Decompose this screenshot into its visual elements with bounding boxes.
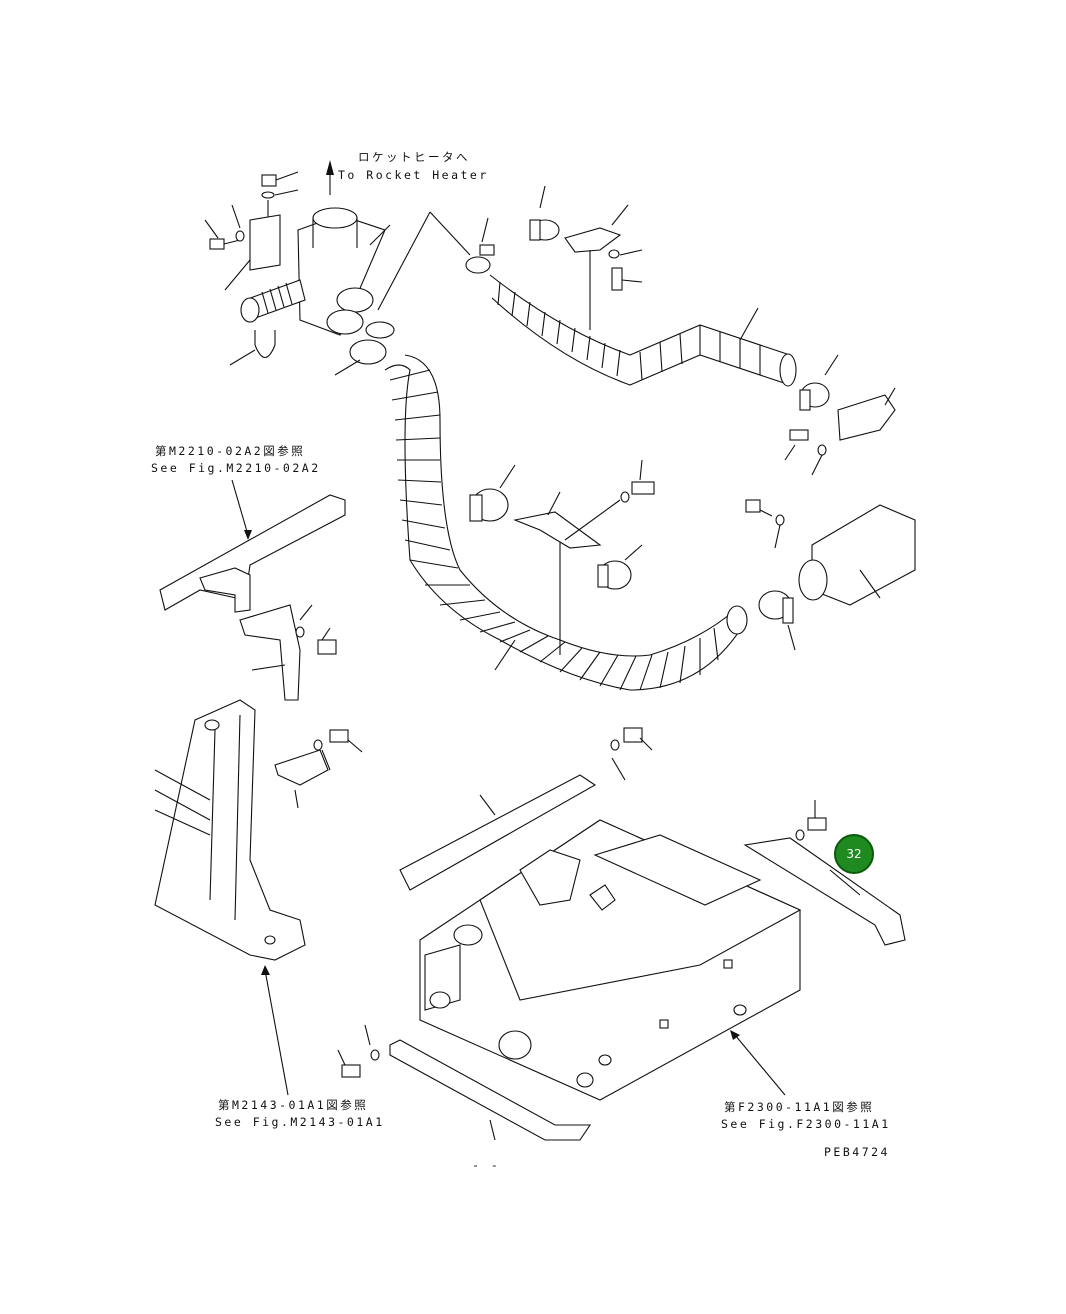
- ref-m2143-label-en: See Fig.M2143-01A1: [215, 1115, 385, 1129]
- heater-junction-assembly: [204, 160, 471, 376]
- upper-duct-hose: [465, 185, 896, 476]
- ref-f2300-label-en: See Fig.F2300-11A1: [721, 1117, 891, 1131]
- floor-housing: [337, 727, 906, 1141]
- callout-badge-32[interactable]: 32: [834, 834, 874, 874]
- page-mark: - -: [472, 1158, 501, 1172]
- left-frame-upper: [159, 479, 346, 701]
- ref-f2300-label-jp: 第F2300-11A1図参照: [724, 1100, 875, 1114]
- ref-m2210-label-jp: 第M2210-02A2図参照: [155, 444, 306, 458]
- ref-m2143-label-jp: 第M2143-01A1図参照: [218, 1098, 369, 1112]
- right-duct-end: [745, 499, 916, 651]
- middle-clamps: [469, 459, 655, 590]
- ref-m2210-label-en: See Fig.M2210-02A2: [151, 461, 321, 475]
- drawing-code: PEB4724: [824, 1145, 890, 1159]
- rocket-heater-label-en: To Rocket Heater: [338, 168, 489, 182]
- left-frame-column: [154, 699, 363, 1096]
- rocket-heater-label-jp: ロケットヒータへ: [358, 150, 470, 164]
- main-duct-hose: [384, 354, 748, 691]
